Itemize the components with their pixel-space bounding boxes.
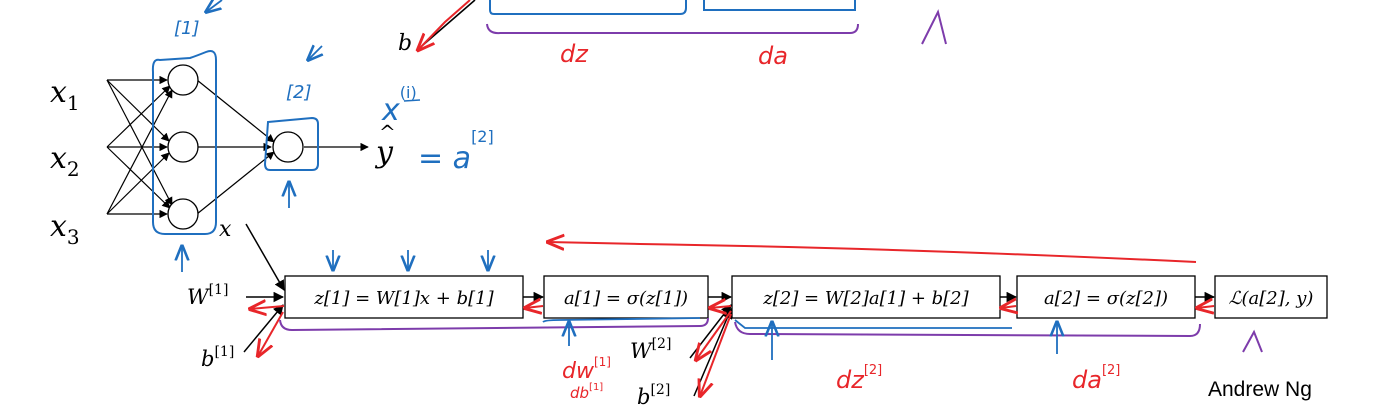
dw1-annotation: dw[1] [562, 355, 611, 384]
top-partial-equation: b dz da [398, 0, 947, 70]
box-a2 [1016, 275, 1196, 319]
input-x2: x2 [50, 141, 80, 181]
x-i-underline [403, 99, 421, 102]
box-z2-text: z[2] = W[2]a[1] + b[2] [762, 288, 969, 309]
blue-arrow-hidden-top [206, 0, 223, 12]
box-a1 [543, 275, 709, 319]
w2-label: W[2] [630, 336, 671, 363]
x-i-annotation: x(i) [381, 83, 417, 128]
db1-annotation: db[1] [570, 382, 603, 402]
blue-brace-z1 [542, 317, 701, 323]
purple-brace-right [734, 321, 1201, 338]
box-z1-text: z[1] = W[1]x + b[1] [313, 288, 494, 309]
hidden-node-3 [167, 198, 199, 230]
output-layer-outline [263, 116, 319, 171]
input-x3: x3 [50, 209, 80, 249]
top-b-label: b [398, 31, 412, 56]
backprop-annotations: dw[1] db[1] dz[2] da[2] [250, 242, 1263, 402]
red-backward-arrow [548, 242, 1197, 263]
flow-x-label: x [219, 217, 232, 242]
box-z2 [731, 275, 1001, 319]
b2-label: b[2] [637, 382, 670, 409]
hidden-layer-label: [1] [174, 18, 200, 39]
hidden-layer-outline [151, 50, 217, 235]
input-x1: x1 [50, 75, 80, 115]
dz2-annotation: dz[2] [836, 363, 882, 394]
input-hidden-edges [106, 75, 173, 219]
author-credit: Andrew Ng [1208, 378, 1312, 401]
top-da-annotation: da [758, 42, 788, 70]
output-layer-label: [2] [286, 82, 312, 103]
blue-arrow-output-top [308, 46, 322, 60]
purple-up-arrow-top [921, 9, 947, 45]
output-node [272, 131, 304, 163]
purple-brace-left [279, 317, 709, 332]
purple-up-arrow-loss [1242, 329, 1263, 353]
top-dz-annotation: dz [560, 40, 589, 68]
blue-brace-z2 [734, 319, 1012, 329]
neural-network: x1 x2 x3 y ^ [50, 0, 494, 272]
hidden-output-edges [196, 79, 369, 215]
computation-flow: x W[1] b[1] z[1] = W[1]x + b[1] a[1] = σ… [187, 217, 1328, 409]
b1-label: b[1] [201, 344, 234, 371]
output-hat-mark: ^ [379, 120, 396, 144]
hidden-node-2 [167, 131, 199, 163]
da2-annotation: da[2] [1072, 363, 1120, 394]
box-z1 [284, 275, 524, 319]
hidden-node-1 [167, 64, 199, 96]
box-loss-text: ℒ(a[2], y) [1229, 288, 1314, 309]
box-a1-text: a[1] = σ(z[1]) [564, 288, 688, 309]
box-a2-text: a[2] = σ(z[2]) [1044, 288, 1168, 309]
output-equals-a2: = a[2] [418, 127, 494, 176]
w1-label: W[1] [187, 282, 228, 309]
box-loss [1214, 275, 1328, 319]
output-y-hat: y [374, 135, 394, 170]
